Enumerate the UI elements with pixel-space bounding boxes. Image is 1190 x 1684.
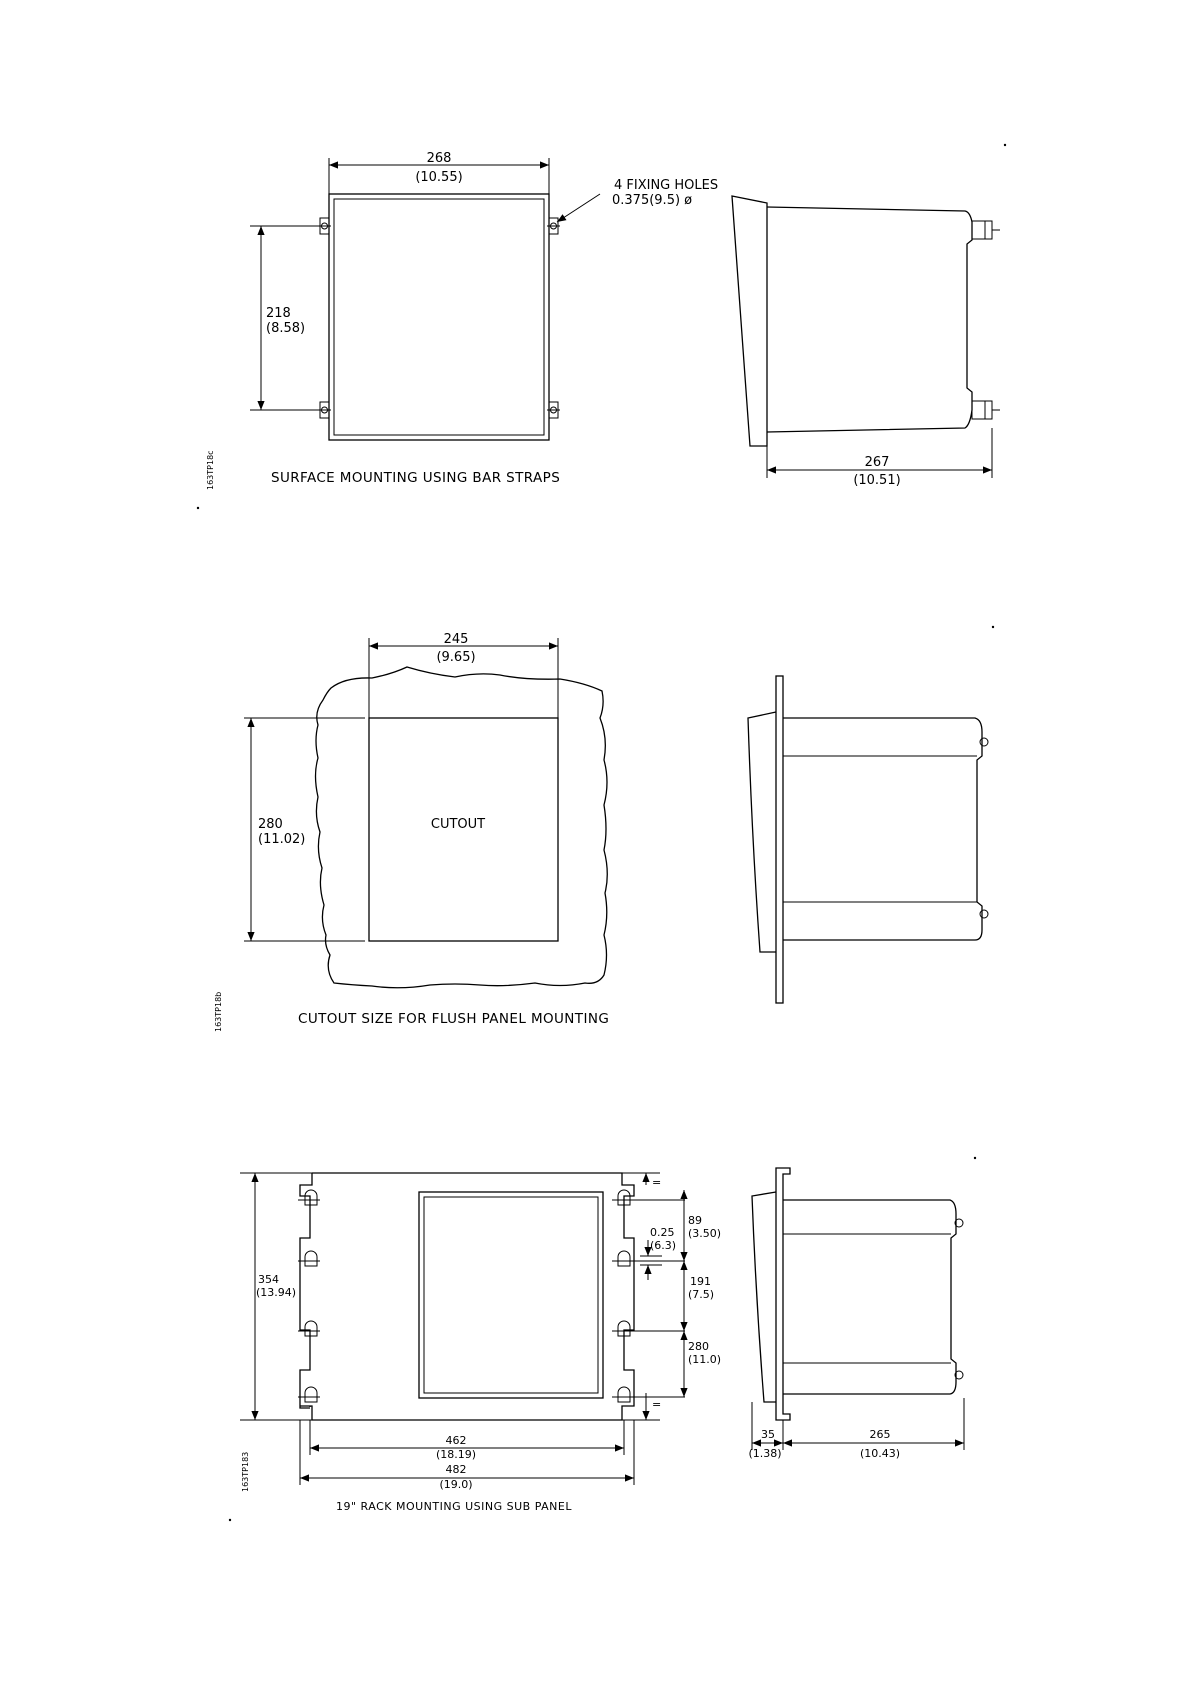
dim-label-inch: (10.43) [860, 1447, 900, 1460]
dim-depth-267: 267 (10.51) [767, 455, 992, 488]
dim-label-inch: (9.65) [436, 650, 475, 665]
dim-191: 191 (7.5) [680, 1261, 714, 1331]
dim-label-inch: (10.55) [415, 170, 462, 185]
rack-holes-right [612, 1189, 685, 1403]
fixing-bracket-bottom-right [547, 401, 560, 419]
dim-label-inch: (11.02) [258, 832, 305, 847]
fixing-bracket-bottom-left [318, 401, 331, 419]
dim-label: 89 [688, 1214, 702, 1227]
fixing-bracket-top-left [318, 217, 331, 235]
registration-dot [228, 1518, 232, 1522]
dim-label-inch: (1.38) [748, 1447, 781, 1460]
caption-surface-mounting: SURFACE MOUNTING USING BAR STRAPS [271, 470, 560, 486]
fixing-bracket-top-right [547, 217, 560, 235]
figure-flush-panel-cutout: CUTOUT 245 (9.65) 280 (11.02) CUTOUT [214, 625, 995, 1032]
dim-label-inch: (3.50) [688, 1227, 721, 1240]
sub-panel-outline [299, 1172, 635, 1421]
dim-280: 280 (11.0) [680, 1331, 721, 1397]
dim-height-280: 280 (11.02) [247, 718, 305, 941]
dim-label-inch: (7.5) [688, 1288, 714, 1301]
registration-dot [973, 1156, 977, 1160]
dim-label: 265 [870, 1428, 891, 1441]
figure-surface-mounting: 268 (10.55) 218 (8.58) 4 FIXING HOLES 0.… [196, 143, 1007, 510]
dim-label-inch: (6.3) [650, 1239, 676, 1252]
cutout-rectangle [368, 717, 559, 942]
side-view-surface [731, 195, 1000, 478]
caption-flush-panel: CUTOUT SIZE FOR FLUSH PANEL MOUNTING [298, 1011, 609, 1027]
dim-label: 35 [761, 1428, 775, 1441]
dim-height-354: 354 (13.94) [251, 1173, 296, 1420]
dim-label: 482 [446, 1463, 467, 1476]
dim-label-inch: (13.94) [256, 1286, 296, 1299]
dim-89: 89 (3.50) [680, 1190, 721, 1261]
dim-label: 0.25 [650, 1226, 675, 1239]
dim-label: 245 [444, 632, 469, 647]
fixing-holes-leader [556, 193, 601, 223]
dim-0-25: 0.25 (6.3) [640, 1226, 676, 1280]
dim-label: 462 [446, 1434, 467, 1447]
registration-dot [991, 625, 995, 629]
dim-label-inch: (10.51) [853, 473, 900, 488]
dim-width-245: 245 (9.65) [369, 632, 558, 665]
fixing-holes-label: 4 FIXING HOLES [614, 178, 718, 193]
dim-label: 191 [690, 1275, 711, 1288]
drawing-ref-code: 163TP18c [206, 450, 215, 490]
dim-35: 35 (1.38) [748, 1428, 783, 1460]
dim-label: 268 [427, 151, 452, 166]
dim-label: 280 [258, 817, 283, 832]
dim-width-482: 482 (19.0) [300, 1463, 634, 1491]
registration-dot [1003, 143, 1007, 147]
dim-width-462: 462 (18.19) [310, 1434, 624, 1461]
dim-width-268: 268 (10.55) [329, 151, 549, 185]
figure-rack-mounting: 354 (13.94) = = 0.25 (6.3) 89 (3.50) [228, 1156, 977, 1522]
dim-label: = [652, 1398, 661, 1411]
registration-dot [196, 506, 200, 510]
panel-outline [314, 666, 608, 989]
side-view-flush [747, 675, 989, 1004]
dim-label-inch: (19.0) [439, 1478, 472, 1491]
fixing-holes-size: 0.375(9.5) ø [612, 193, 692, 208]
dim-label: 218 [266, 306, 291, 321]
dim-label: 280 [688, 1340, 709, 1353]
dim-label: 354 [258, 1273, 279, 1286]
dim-height-218: 218 (8.58) [257, 226, 305, 410]
drawing-ref-code: 163TP18b [214, 992, 223, 1032]
rack-holes-left [298, 1189, 320, 1403]
dim-265: 265 (10.43) [783, 1428, 964, 1460]
drawing-ref-code: 163TP183 [241, 1452, 250, 1492]
dim-equal-top: = [642, 1173, 661, 1189]
dim-label-inch: (11.0) [688, 1353, 721, 1366]
dim-label: 267 [865, 455, 890, 470]
cutout-label: CUTOUT [431, 817, 485, 832]
caption-rack-mounting: 19" RACK MOUNTING USING SUB PANEL [336, 1500, 572, 1513]
side-view-rack [751, 1167, 965, 1450]
dim-equal-bottom: = [642, 1393, 661, 1420]
dim-label: = [652, 1176, 661, 1189]
front-view-surface [250, 158, 601, 441]
dim-label-inch: (18.19) [436, 1448, 476, 1461]
dim-label-inch: (8.58) [266, 321, 305, 336]
